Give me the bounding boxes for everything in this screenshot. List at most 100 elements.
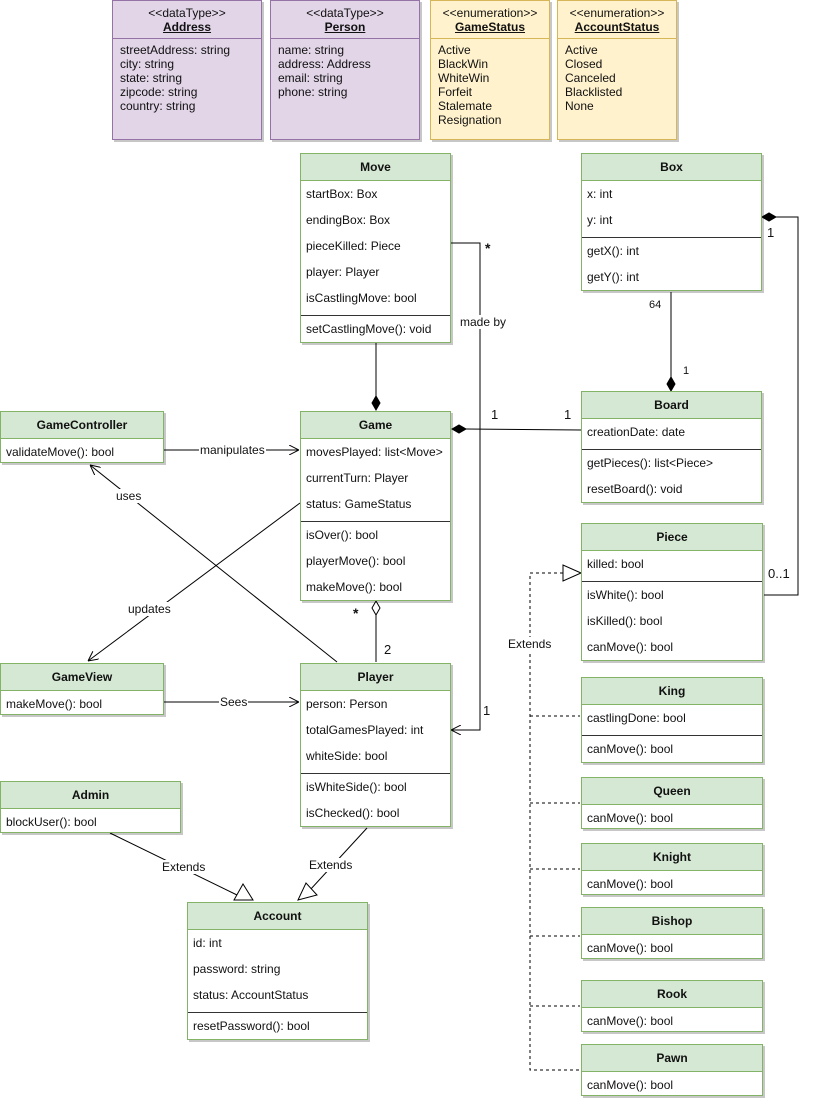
player-class-name: Player — [301, 664, 450, 691]
player-extends-triangle — [297, 882, 318, 901]
updates-label: updates — [127, 602, 172, 616]
pawn-class[interactable]: Pawn canMove(): bool — [581, 1044, 763, 1096]
piece-method: canMove(): bool — [587, 640, 674, 654]
box-board-multiplicity: 64 — [649, 299, 662, 311]
game-diamond-from-move — [371, 394, 381, 412]
knight-class-name: Knight — [582, 844, 762, 871]
game-diamond-from-board — [450, 424, 468, 434]
accountstatus-item: Closed — [565, 57, 603, 71]
updates-connector — [88, 502, 301, 661]
rook-class-name: Rook — [582, 981, 762, 1008]
box-piece-multiplicity: 1 — [767, 225, 775, 240]
sees-label: Sees — [219, 695, 249, 709]
move-attribute: isCastlingMove: bool — [306, 291, 417, 305]
person-stereotype: <<dataType>> — [306, 6, 384, 20]
admin-class-name: Admin — [1, 782, 180, 809]
gamestatus-enumeration: <<enumeration>> GameStatus Active BlackW… — [430, 0, 550, 140]
gameview-attribute: makeMove(): bool — [6, 697, 103, 711]
account-class-name: Account — [188, 903, 367, 930]
box-attribute: y: int — [587, 213, 613, 227]
address-stereotype: <<dataType>> — [148, 6, 226, 20]
queen-class-name: Queen — [582, 778, 762, 805]
person-name: Person — [324, 20, 366, 34]
account-method: resetPassword(): bool — [193, 1019, 310, 1033]
game-diamond-from-player — [371, 599, 381, 617]
piece-method: isKilled(): bool — [587, 614, 663, 628]
address-item: zipcode: string — [120, 85, 198, 99]
account-attribute: password: string — [193, 962, 281, 976]
piece-extends-triangle — [562, 564, 583, 582]
manipulates-label: manipulates — [199, 443, 266, 457]
gamestatus-item: BlackWin — [438, 57, 489, 71]
move-attribute: player: Player — [306, 265, 380, 279]
game-attribute: currentTurn: Player — [306, 471, 409, 485]
queen-class[interactable]: Queen canMove(): bool — [581, 777, 763, 829]
box-method: getX(): int — [587, 244, 640, 258]
gameview-class[interactable]: GameView makeMove(): bool — [0, 663, 164, 715]
gamestatus-item: Resignation — [438, 113, 502, 127]
player-attribute: whiteSide: bool — [306, 749, 388, 763]
bishop-attribute: canMove(): bool — [587, 941, 674, 955]
player-attribute: totalGamesPlayed: int — [306, 723, 424, 737]
accountstatus-item: Active — [565, 43, 598, 57]
move-method: setCastlingMove(): void — [306, 322, 432, 336]
board-class[interactable]: Board creationDate: date getPieces(): li… — [581, 391, 762, 503]
board-diamond — [666, 375, 676, 393]
move-class[interactable]: Move startBox: Box endingBox: Box pieceK… — [300, 153, 451, 343]
pawn-attribute: canMove(): bool — [587, 1078, 674, 1092]
game-method: playerMove(): bool — [306, 554, 406, 568]
account-attribute: id: int — [193, 936, 222, 950]
bishop-class[interactable]: Bishop canMove(): bool — [581, 907, 763, 959]
made-by-connector — [451, 242, 481, 730]
move-attribute: pieceKilled: Piece — [306, 239, 401, 253]
account-class[interactable]: Account id: int password: string status:… — [187, 902, 368, 1040]
game-player-multiplicity: * — [353, 605, 359, 621]
piece-attribute: killed: bool — [587, 557, 644, 571]
move-multiplicity: * — [485, 240, 491, 256]
pieces-extends-label: Extends — [507, 637, 553, 651]
game-method: makeMove(): bool — [306, 580, 403, 594]
box-method: getY(): int — [587, 270, 640, 284]
person-item: name: string — [278, 43, 345, 57]
rook-class[interactable]: Rook canMove(): bool — [581, 980, 763, 1032]
player-multiplicity: 1 — [483, 703, 491, 718]
game-class[interactable]: Game movesPlayed: list<Move> currentTurn… — [300, 411, 451, 601]
king-attribute: castlingDone: bool — [587, 711, 686, 725]
move-attribute: endingBox: Box — [306, 213, 391, 227]
box-diamond — [760, 212, 778, 222]
accountstatus-stereotype: <<enumeration>> — [569, 6, 665, 20]
king-class-name: King — [582, 678, 762, 705]
board-class-name: Board — [582, 392, 761, 419]
player-method: isWhiteSide(): bool — [306, 780, 407, 794]
accountstatus-item: Blacklisted — [565, 85, 623, 99]
player-class[interactable]: Player person: Person totalGamesPlayed: … — [300, 663, 451, 827]
gamecontroller-attribute: validateMove(): bool — [6, 445, 115, 459]
piece-class-name: Piece — [582, 524, 762, 551]
address-item: state: string — [120, 71, 183, 85]
gamestatus-stereotype: <<enumeration>> — [442, 6, 538, 20]
piece-method: isWhite(): bool — [587, 588, 664, 602]
board-game-multiplicity: 1 — [564, 407, 572, 422]
piece-class[interactable]: Piece killed: bool isWhite(): bool isKil… — [581, 523, 763, 661]
knight-class[interactable]: Knight canMove(): bool — [581, 843, 763, 895]
admin-class[interactable]: Admin blockUser(): bool — [0, 781, 181, 833]
accountstatus-enumeration: <<enumeration>> AccountStatus Active Clo… — [557, 0, 677, 140]
game-method: isOver(): bool — [306, 528, 379, 542]
gamecontroller-class[interactable]: GameController validateMove(): bool — [0, 411, 164, 463]
bishop-class-name: Bishop — [582, 908, 762, 935]
pawn-class-name: Pawn — [582, 1045, 762, 1072]
subclass-trunk — [529, 572, 580, 1071]
accountstatus-item: None — [565, 99, 594, 113]
piece-box-multiplicity: 0..1 — [768, 566, 790, 581]
queen-attribute: canMove(): bool — [587, 811, 674, 825]
box-piece-connector — [764, 216, 799, 596]
address-item: country: string — [120, 99, 196, 113]
gamestatus-item: Active — [438, 43, 471, 57]
gamestatus-item: Stalemate — [438, 99, 493, 113]
player-attribute: person: Person — [306, 697, 388, 711]
game-attribute: movesPlayed: list<Move> — [306, 445, 443, 459]
address-item: streetAddress: string — [120, 43, 231, 57]
address-item: city: string — [120, 57, 175, 71]
king-class[interactable]: King castlingDone: bool canMove(): bool — [581, 677, 763, 763]
box-class[interactable]: Box x: int y: int getX(): int getY(): in… — [581, 153, 762, 291]
